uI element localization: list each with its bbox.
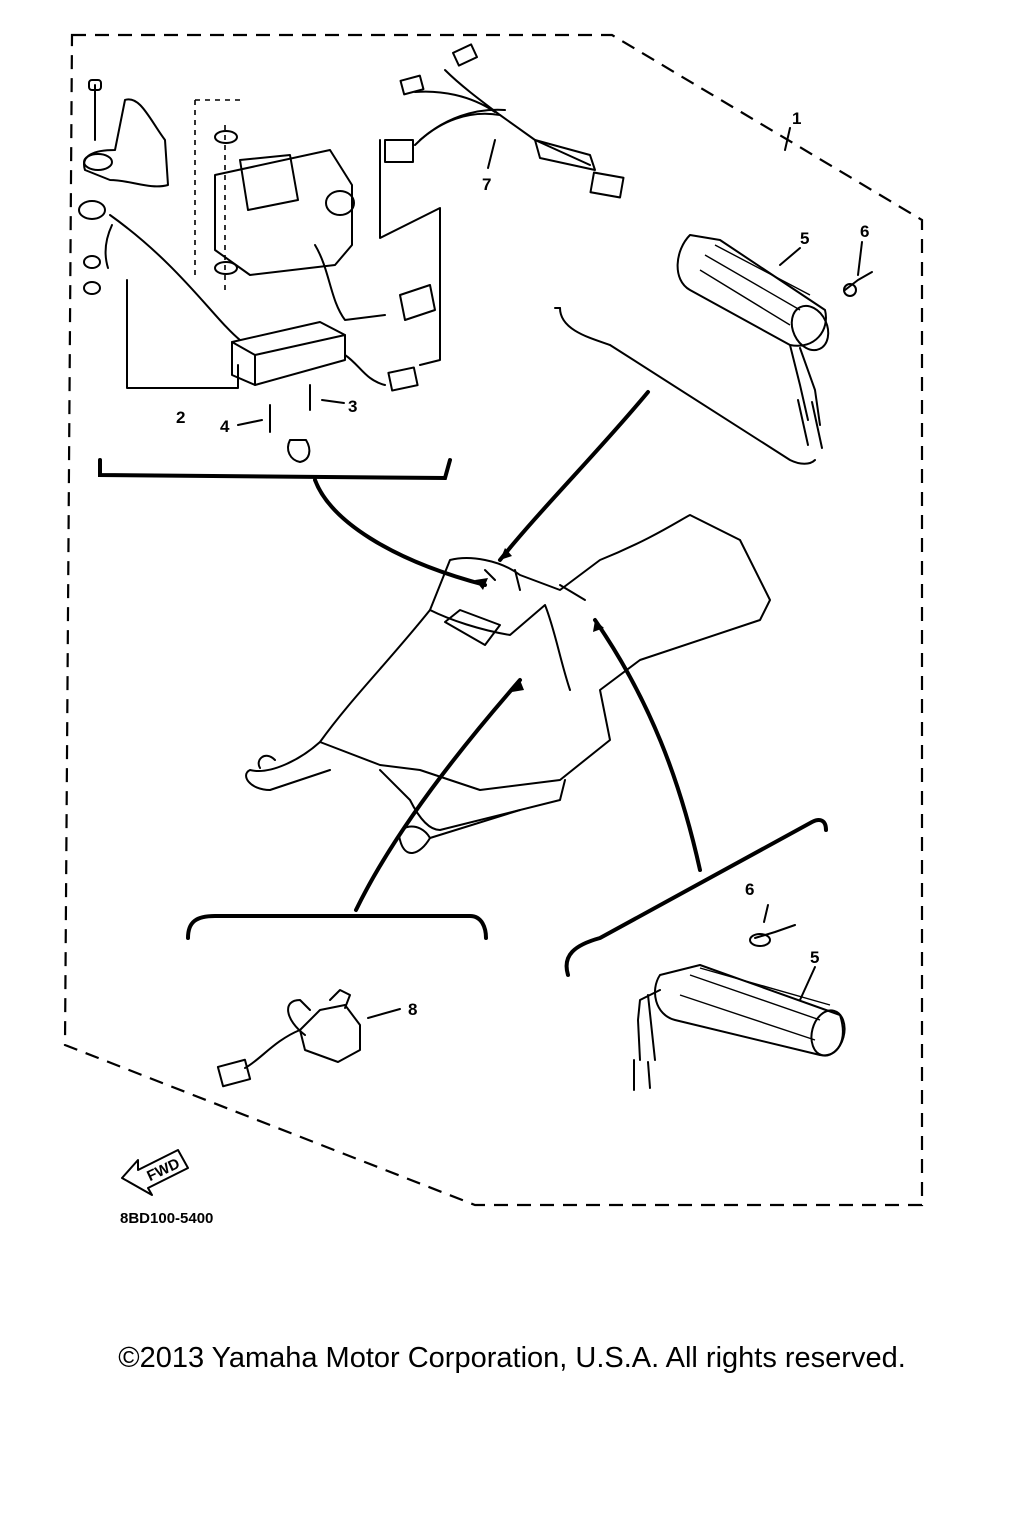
diagram-code: 8BD100-5400 [120,1210,213,1227]
grip-top [554,234,873,465]
arrowhead-b [500,548,512,560]
leader-b [498,390,650,562]
callout-6-bottom: 6 [745,880,754,899]
throttle-housing-assembly [78,79,441,463]
callout-1: 1 [792,109,801,128]
copyright-notice: ©2013 Yamaha Motor Corporation, U.S.A. A… [118,1342,906,1374]
callout-2: 2 [176,408,185,427]
snowmobile [245,514,771,854]
callout-4: 4 [220,417,230,436]
callout-5-top: 5 [800,229,809,248]
leader-d [593,618,702,872]
fwd-arrow-icon [121,1149,189,1196]
switch-8 [216,989,401,1088]
callout-7: 7 [482,175,491,194]
leader-c [354,678,522,912]
wire-harness [384,43,625,199]
arrowhead-c [512,680,524,692]
callout-3: 3 [348,397,357,416]
bracket-lower-right [564,818,828,977]
kit-outline [63,33,924,1207]
callout-5-bottom: 5 [810,948,819,967]
leader-a [313,478,487,587]
bracket-lower-left [186,914,488,940]
grip-bottom [633,904,846,1091]
callout-8: 8 [408,1000,417,1019]
bracket-upper-left [98,458,452,481]
callout-6-top: 6 [860,222,869,241]
arrowhead-d [593,620,604,632]
arrowhead-a [475,578,488,590]
